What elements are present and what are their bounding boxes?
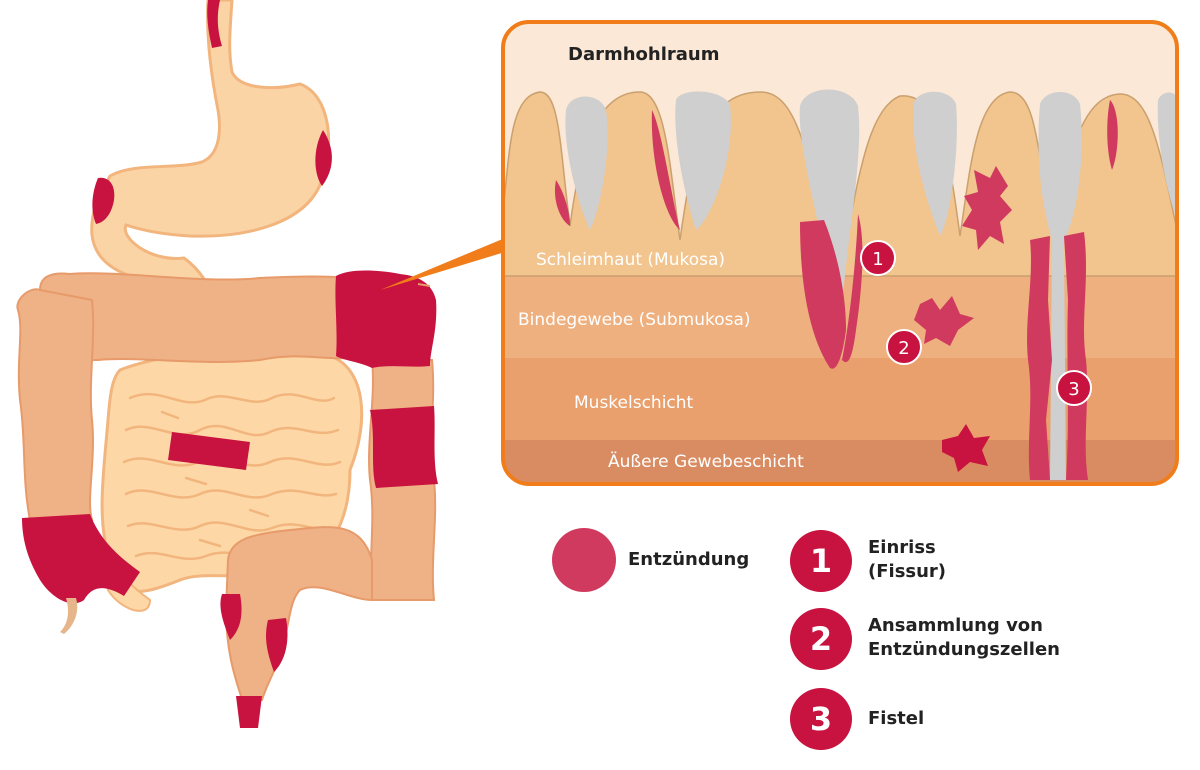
lumen-label: Darmhohlraum bbox=[568, 44, 720, 65]
legend-item-2-line1: Ansammlung von bbox=[868, 615, 1043, 636]
marker-2: 2 bbox=[886, 329, 922, 365]
legend-item-1-line2: (Fissur) bbox=[868, 561, 947, 582]
detail-frame bbox=[501, 20, 1179, 486]
colon bbox=[16, 270, 438, 728]
svg-text:2: 2 bbox=[898, 338, 909, 359]
legend-item-1-line1: Einriss bbox=[868, 537, 936, 558]
tissue-detail-panel: 1 2 3 bbox=[503, 22, 1177, 484]
inflammation-swatch bbox=[552, 528, 616, 592]
muscle-label: Muskelschicht bbox=[574, 393, 694, 413]
legend-badge-2: 2 bbox=[790, 608, 852, 670]
cecum-inflammation bbox=[22, 514, 140, 604]
legend-badge-1: 1 bbox=[790, 530, 852, 592]
legend-item-3: Fistel bbox=[868, 707, 924, 731]
legend-item-2: Ansammlung von Entzündungszellen bbox=[868, 614, 1060, 662]
svg-text:1: 1 bbox=[872, 249, 883, 270]
legend-item-3-line1: Fistel bbox=[868, 708, 925, 729]
mucosa-label: Schleimhaut (Mukosa) bbox=[536, 250, 726, 270]
legend-badge-3: 3 bbox=[790, 688, 852, 750]
submucosa-label: Bindegewebe (Submukosa) bbox=[518, 310, 751, 330]
marker-3: 3 bbox=[1056, 370, 1092, 406]
legend-item-2-line2: Entzündungszellen bbox=[868, 639, 1060, 660]
stomach bbox=[90, 0, 332, 307]
colon-inflammation-upper bbox=[335, 270, 437, 368]
small-intestine-inflammation bbox=[168, 432, 250, 470]
legend-inflammation-label: Entzündung bbox=[628, 549, 750, 570]
zoom-connector bbox=[380, 238, 505, 290]
marker-1: 1 bbox=[860, 240, 896, 276]
legend-item-1: Einriss (Fissur) bbox=[868, 536, 946, 584]
outer-layer-label: Äußere Gewebeschicht bbox=[608, 452, 804, 472]
svg-text:3: 3 bbox=[1068, 379, 1079, 400]
